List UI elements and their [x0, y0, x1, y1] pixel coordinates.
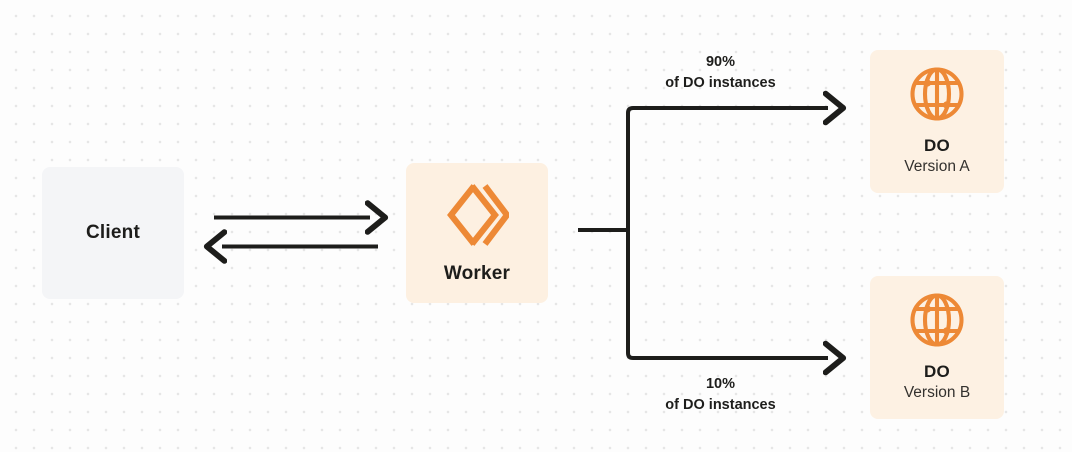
- node-do-version-b[interactable]: DO Version B: [870, 276, 1004, 419]
- edge-worker-to-do-b: [626, 230, 828, 358]
- edge-label-do-a-line1: 90%: [705, 54, 736, 70]
- globe-icon: [908, 65, 966, 123]
- cloudflare-workers-icon: [445, 181, 511, 249]
- node-do-a-label: DO: [924, 135, 950, 155]
- node-do-b-sublabel: Version B: [903, 384, 971, 402]
- edge-label-do-a: 90% of DO instances: [613, 52, 828, 94]
- node-do-b-label: DO: [924, 361, 950, 381]
- globe-icon: [908, 291, 966, 349]
- edge-worker-to-do-a: [626, 108, 828, 230]
- edge-label-do-b-line1: 10%: [705, 376, 736, 392]
- edge-label-do-a-line2: of DO instances: [665, 75, 776, 92]
- node-client[interactable]: Client: [42, 167, 184, 299]
- node-worker-label: Worker: [443, 263, 511, 285]
- edge-label-do-b-line2: of DO instances: [665, 397, 776, 414]
- node-client-label: Client: [86, 222, 140, 244]
- node-worker[interactable]: Worker: [406, 163, 548, 303]
- edge-label-do-b: 10% of DO instances: [613, 374, 828, 416]
- node-do-a-sublabel: Version A: [904, 158, 970, 176]
- node-do-version-a[interactable]: DO Version A: [870, 50, 1004, 193]
